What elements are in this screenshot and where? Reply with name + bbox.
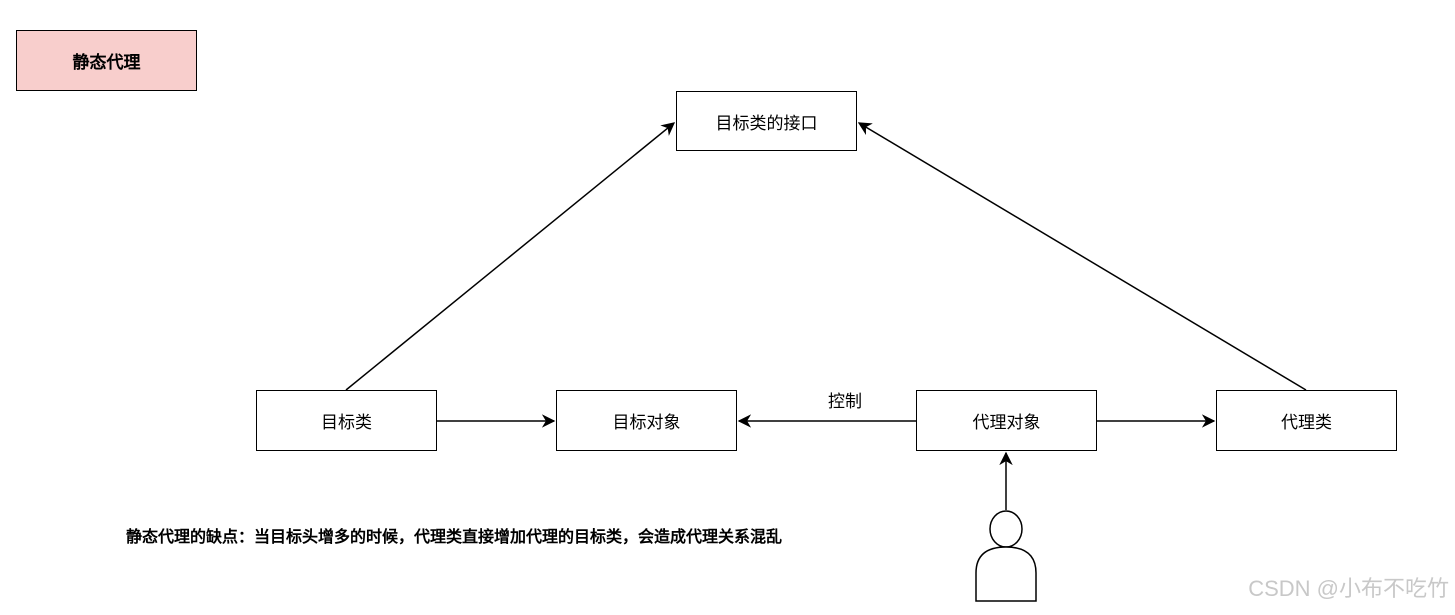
- diagram-title: 静态代理: [16, 30, 197, 91]
- node-proxy-object: 代理对象: [916, 390, 1097, 451]
- node-target-interface: 目标类的接口: [676, 91, 857, 151]
- node-target-object: 目标对象: [556, 390, 737, 451]
- edge-target-class-to-interface: [345, 122, 676, 391]
- node-target-class: 目标类: [256, 390, 437, 451]
- edge-proxy-class-to-interface: [857, 122, 1307, 391]
- watermark-text: CSDN @小布不吃竹: [1248, 576, 1449, 601]
- disadvantage-note: 静态代理的缺点：当目标头增多的时候，代理类直接增加代理的目标类，会造成代理关系混…: [126, 527, 783, 546]
- user-actor-icon: [975, 510, 1037, 602]
- edge-label-control: 控制: [828, 387, 862, 412]
- node-proxy-class: 代理类: [1216, 390, 1397, 451]
